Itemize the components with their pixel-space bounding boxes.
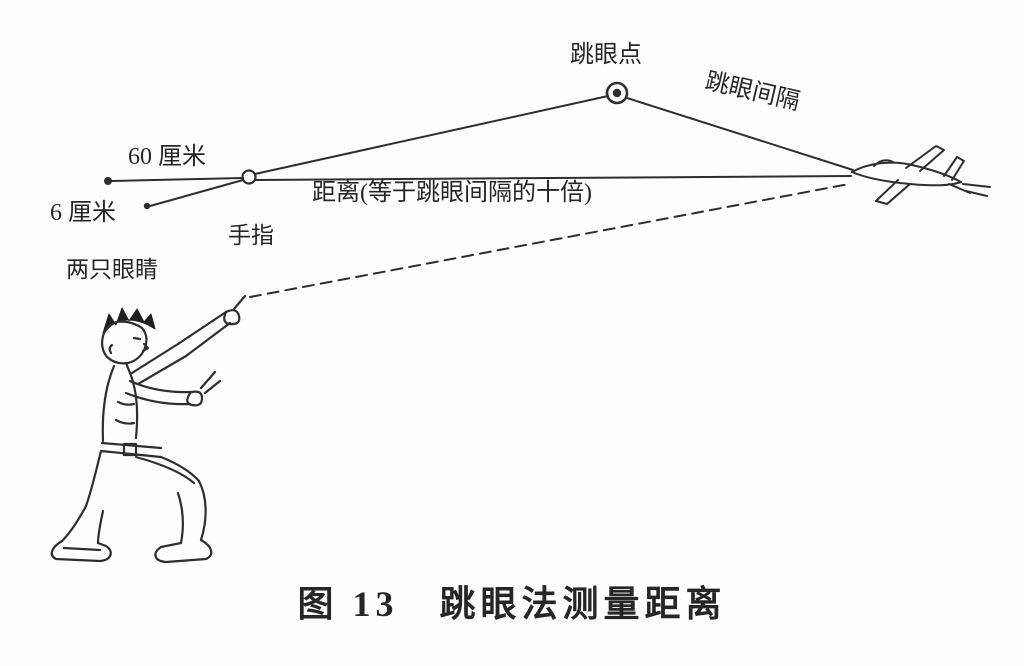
observer-head: [100, 320, 148, 365]
observer-front-shin-inner: [176, 491, 185, 545]
distance-label: 距离(等于跳眼间隔的十倍): [312, 179, 592, 206]
observer-shirt-folds: [114, 400, 136, 425]
airplane-exhaust-lines: [962, 183, 991, 197]
observer-back-shoe: [50, 539, 112, 563]
airplane-fuselage-top: [851, 161, 962, 183]
airplane-far-wing: [905, 145, 945, 172]
diagram-labels: 跳眼点 跳眼间隔 60 厘米 6 厘米 手指 两只眼睛 距离(等于跳眼间隔的十倍…: [50, 41, 802, 624]
figure-caption: 图 13 跳眼法测量距离: [297, 584, 726, 624]
observer-thumb: [232, 294, 247, 311]
observer-held-stick: [199, 370, 222, 395]
observer-neck: [124, 361, 132, 375]
finger-label: 手指: [228, 223, 274, 248]
left-eye-dot: [104, 177, 112, 185]
airplane-target-figure: [851, 145, 991, 205]
airplane-tail-fin: [943, 156, 965, 181]
observer-belt-buckle: [122, 442, 138, 457]
observer-hip-back: [84, 449, 103, 508]
right-eye-dot: [143, 202, 151, 210]
observer-second-fist: [186, 390, 204, 407]
finger-to-target-distance-line: [254, 175, 852, 181]
observer-hair: [102, 307, 156, 334]
two-eyes-label: 两只眼睛: [66, 257, 158, 282]
finger-point-circle: [241, 169, 257, 185]
left-eye-to-finger-line: [111, 177, 244, 182]
six-cm-label: 6 厘米: [50, 199, 116, 226]
observer-second-arm-lower: [124, 391, 192, 406]
observer-front-shoe: [154, 538, 213, 564]
construction-lines: [111, 95, 854, 298]
observer-ear: [108, 343, 114, 355]
jump-point-to-target-line: [626, 97, 854, 171]
observer-nose: [141, 342, 150, 353]
observer-second-arm-upper: [128, 379, 194, 394]
thumb-sight-line-dashed: [249, 183, 850, 298]
observer-front-shin-outer: [197, 479, 207, 542]
observer-kneeling-thigh: [60, 504, 88, 543]
observer-kneeling-shin: [96, 509, 105, 545]
jump-point-inner-dot: [612, 88, 622, 98]
right-eye-to-finger-line: [149, 179, 244, 207]
observer-back-shoe-sole: [62, 546, 102, 552]
airplane-canopy: [873, 159, 894, 167]
observer-hip-front: [159, 455, 201, 483]
observer-front-thigh: [134, 455, 196, 485]
observer-torso-back: [101, 364, 116, 443]
jump-interval-label: 跳眼间隔: [703, 68, 803, 116]
observer-eye: [132, 336, 142, 341]
observer-fist: [223, 309, 241, 326]
observer-arm-lower-contour: [136, 321, 232, 386]
sixty-cm-label: 60 厘米: [128, 143, 206, 170]
kneeling-observer-figure: [50, 294, 247, 564]
jump-point-label: 跳眼点: [570, 41, 642, 68]
airplane-near-wing: [875, 179, 911, 205]
finger-to-jump-point-line: [254, 95, 609, 175]
point-markers: [104, 81, 629, 210]
jump-point-outer-circle: [605, 81, 629, 105]
observer-arm-upper-contour: [130, 310, 228, 375]
observer-torso-front: [128, 371, 139, 440]
